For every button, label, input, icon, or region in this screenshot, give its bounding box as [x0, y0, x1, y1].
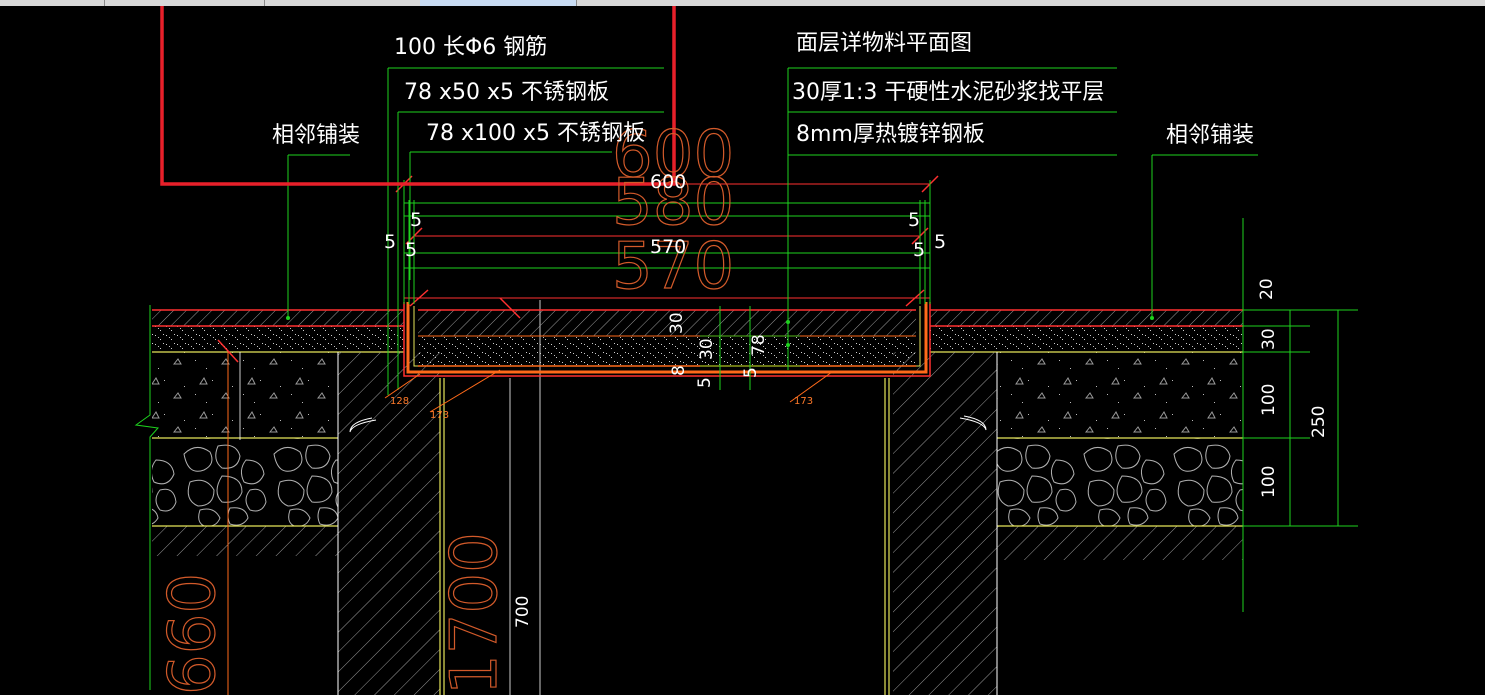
dim-r-250: 250: [1309, 406, 1329, 438]
dim-8: 8: [669, 365, 689, 376]
dim-r-100-top: 100: [1259, 384, 1279, 416]
dim-left-5a: 5: [410, 209, 422, 231]
callout-labels: 100 长Φ6 钢筋 78 x50 x5 不锈钢板 78 x100 x5 不锈钢…: [272, 31, 1254, 148]
outline-570: 570: [612, 230, 734, 304]
dim-78: 78: [749, 334, 769, 356]
highlight-box: [160, 6, 676, 186]
label-adjacent-left: 相邻铺装: [272, 123, 360, 148]
outline-1700: 1700: [438, 532, 512, 695]
right-ground-section: [930, 218, 1244, 612]
dim-left-5b: 5: [384, 231, 396, 253]
dim-right-5b: 5: [934, 231, 946, 253]
dim-left-5c: 5: [405, 239, 417, 261]
toolbar-cell[interactable]: [0, 0, 105, 6]
tag-128: 128: [390, 396, 409, 407]
toolbar-cell[interactable]: [104, 0, 265, 6]
dim-600: 600: [650, 171, 686, 193]
dim-right-5a: 5: [908, 209, 920, 231]
dim-5-left: 5: [695, 377, 715, 388]
dim-r-30: 30: [1259, 328, 1279, 350]
tag-173-right: 173: [794, 396, 813, 407]
dim-right-5c: 5: [913, 239, 925, 261]
label-plate-small: 78 x50 x5 不锈钢板: [404, 80, 609, 105]
left-wall: [337, 352, 445, 695]
cad-drawing: 600 580 570 1700 660 100 长Φ6 钢筋 78 x50 x…: [134, 6, 1358, 695]
right-wall: [884, 352, 998, 695]
label-mortar-layer: 30厚1:3 干硬性水泥砂浆找平层: [792, 80, 1104, 105]
left-ground-section: [134, 305, 404, 695]
label-plate-large: 78 x100 x5 不锈钢板: [426, 121, 645, 146]
cover-plate: [403, 289, 931, 377]
right-dimension-chain: [1243, 309, 1358, 527]
toolbar-cell-selected[interactable]: [420, 0, 577, 6]
dimension-texts: 600 570 5 5 5 5 5 5 30 30 78 8 5 5 700 2…: [384, 171, 1329, 628]
top-dimension-lines: [395, 175, 939, 304]
label-adjacent-right: 相邻铺装: [1166, 123, 1254, 148]
leader-lines: [286, 67, 1258, 413]
label-surface-title: 面层详物料平面图: [796, 31, 972, 56]
dim-r-100-bottom: 100: [1259, 466, 1279, 498]
dim-700: 700: [513, 596, 533, 628]
label-steel-plate: 8mm厚热镀锌钢板: [796, 122, 985, 147]
tag-173-left: 173: [430, 410, 449, 421]
outline-660: 660: [156, 573, 230, 695]
dim-30-mid: 30: [697, 338, 717, 360]
outline-600: 600: [612, 118, 734, 192]
label-rebar: 100 长Φ6 钢筋: [394, 35, 547, 60]
top-toolbar-strip: [0, 0, 1485, 6]
outline-numbers: 600 580 570 1700 660: [155, 117, 734, 695]
dim-570: 570: [650, 236, 686, 258]
dim-r-20: 20: [1257, 278, 1277, 300]
dim-5-right: 5: [741, 367, 761, 378]
dim-30-top: 30: [667, 312, 687, 334]
leader-tags: 128 173 173: [390, 396, 813, 421]
outline-580: 580: [612, 166, 734, 240]
